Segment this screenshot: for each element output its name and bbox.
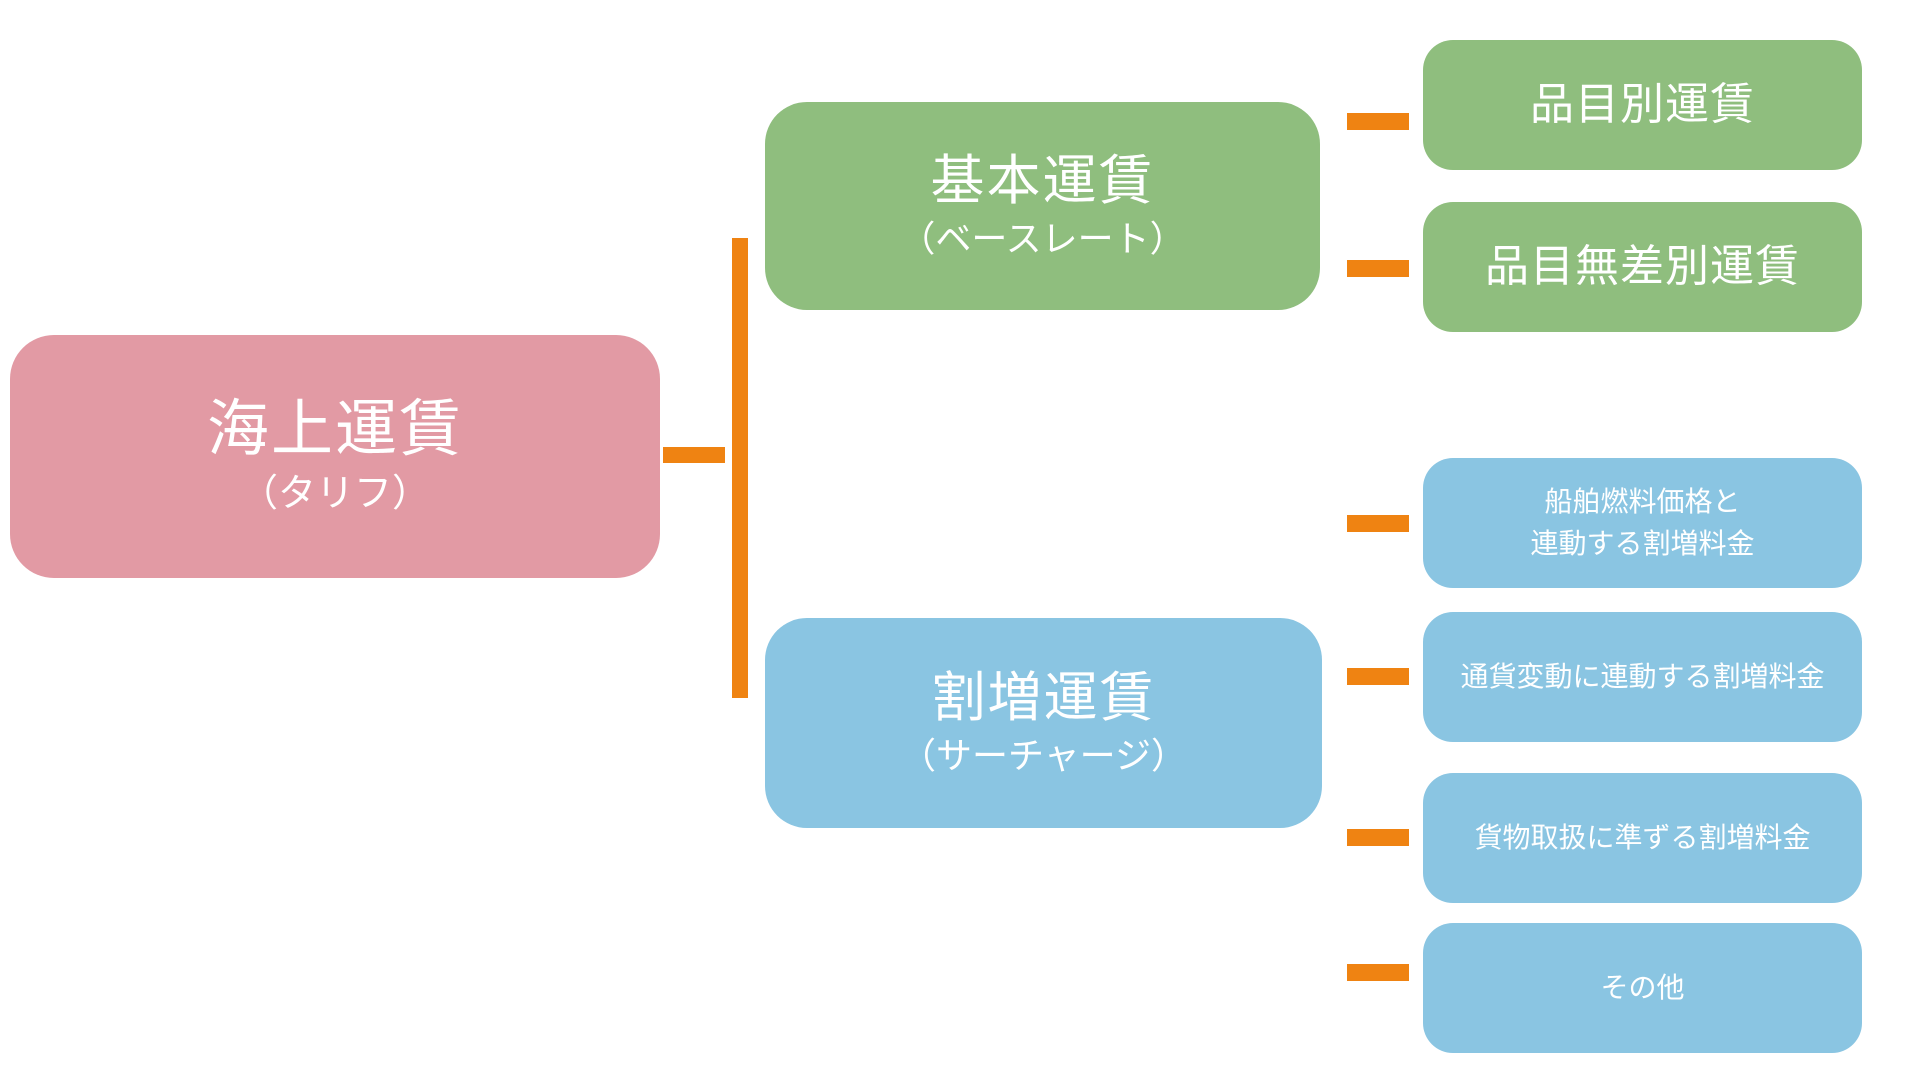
connector-root-dash bbox=[663, 447, 725, 463]
leaf-label-cargo-handling-surcharge: 貨物取扱に準ずる割増料金 bbox=[1474, 822, 1811, 853]
leaf-box-currency-surcharge: 通貨変動に連動する割増料金 bbox=[1423, 612, 1862, 742]
leaf-box-cargo-handling-surcharge: 貨物取扱に準ずる割増料金 bbox=[1423, 773, 1862, 903]
leaf-box-fak-rate: 品目無差別運賃 bbox=[1423, 202, 1862, 332]
branch-box-surcharge: 割増運賃 （サーチャージ） bbox=[765, 618, 1322, 828]
branch-box-base-rate: 基本運賃 （ベースレート） bbox=[765, 102, 1320, 310]
leaf-box-commodity-rate: 品目別運賃 bbox=[1423, 40, 1862, 170]
leaf-label-fak-rate: 品目無差別運賃 bbox=[1485, 241, 1800, 291]
connector-dash-fuel-surcharge bbox=[1347, 515, 1409, 532]
connector-dash-other bbox=[1347, 964, 1409, 981]
connector-dash-currency-surcharge bbox=[1347, 668, 1409, 685]
leaf-label-fuel-surcharge: 船舶燃料価格と 連動する割増料金 bbox=[1530, 486, 1755, 559]
connector-dash-cargo-handling-surcharge bbox=[1347, 829, 1409, 846]
connector-trunk-vertical bbox=[732, 238, 748, 698]
branch-subtitle-base-rate: （ベースレート） bbox=[899, 218, 1186, 260]
root-title: 海上運賃 bbox=[206, 394, 463, 464]
connector-dash-commodity-rate bbox=[1347, 113, 1409, 130]
branch-subtitle-surcharge: （サーチャージ） bbox=[900, 735, 1187, 777]
leaf-label-currency-surcharge: 通貨変動に連動する割増料金 bbox=[1460, 661, 1825, 692]
leaf-label-other: その他 bbox=[1600, 972, 1685, 1003]
branch-title-base-rate: 基本運賃 bbox=[930, 150, 1155, 211]
leaf-box-other: その他 bbox=[1423, 923, 1862, 1053]
leaf-box-fuel-surcharge: 船舶燃料価格と 連動する割増料金 bbox=[1423, 458, 1862, 588]
root-box-ocean-freight: 海上運賃 （タリフ） bbox=[10, 335, 660, 578]
branch-title-surcharge: 割増運賃 bbox=[931, 667, 1156, 728]
connector-dash-fak-rate bbox=[1347, 260, 1409, 277]
root-subtitle: （タリフ） bbox=[239, 472, 430, 515]
leaf-label-commodity-rate: 品目別運賃 bbox=[1530, 79, 1755, 129]
